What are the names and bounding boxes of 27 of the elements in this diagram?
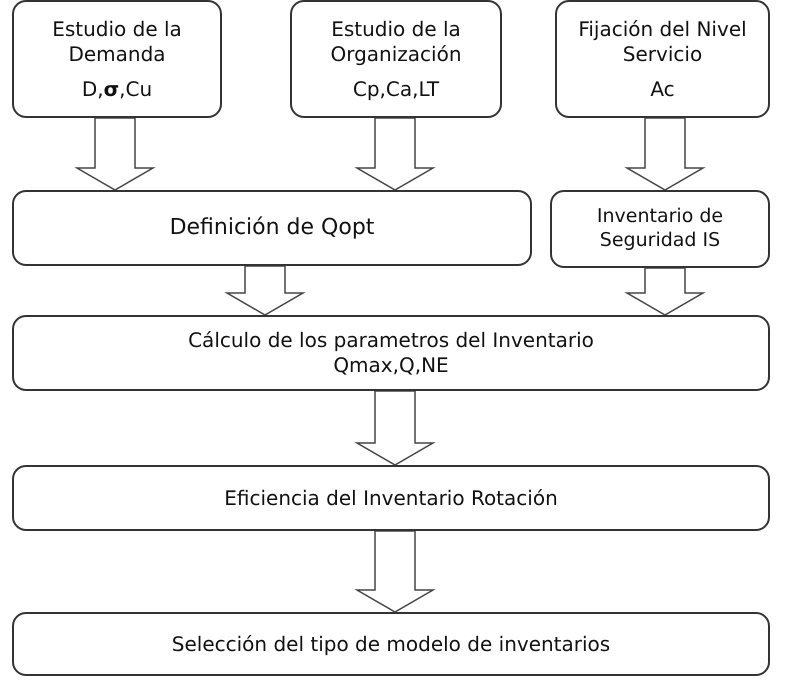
box-title: Estudio de la Organización <box>329 16 462 66</box>
process-box <box>12 190 532 266</box>
box-title: Eficiencia del Inventario Rotación <box>224 486 558 510</box>
box-title: Cálculo de los parametros del Inventario <box>188 328 594 353</box>
box-subtitle: Qmax,Q,NE <box>333 353 449 378</box>
process-box <box>12 315 770 391</box>
block-arrow <box>354 530 436 613</box>
box-title: Estudio de la Demanda <box>51 16 183 66</box>
process-box <box>555 0 770 118</box>
process-box <box>550 190 770 268</box>
block-arrow <box>624 267 706 316</box>
box-title: Fijación del Nivel Servicio <box>577 16 748 66</box>
box-subtitle: Ac <box>650 76 675 102</box>
block-arrow <box>354 390 436 466</box>
block-arrow <box>224 265 306 316</box>
process-box <box>12 0 222 118</box>
process-box <box>12 612 770 676</box>
box-title: Definición de Qopt <box>170 214 374 242</box>
block-arrow <box>74 117 156 191</box>
box-subtitle: Cp,Ca,LT <box>352 76 440 102</box>
process-box <box>12 465 770 531</box>
box-title: Selección del tipo de modelo de inventarios <box>172 632 610 656</box>
block-arrow <box>354 117 436 191</box>
process-box <box>290 0 502 118</box>
box-title: Inventario de Seguridad IS <box>596 205 724 253</box>
box-subtitle: D,σ,Cu <box>82 76 152 102</box>
block-arrow <box>624 117 706 191</box>
